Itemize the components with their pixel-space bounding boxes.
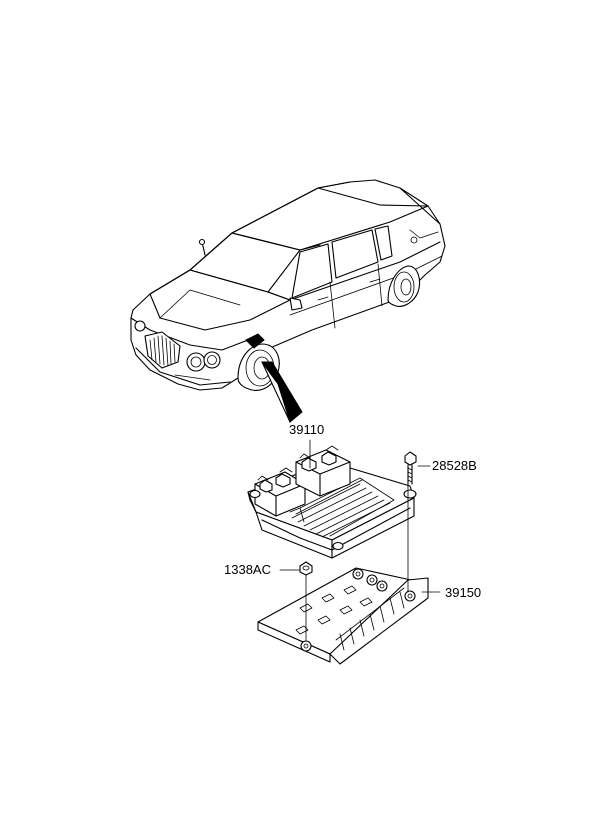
leader-lines — [279, 439, 441, 641]
ecu-module-icon — [247, 445, 417, 559]
part-label-bracket[interactable]: 39150 — [445, 585, 482, 600]
part-label-ecu[interactable]: 39110 — [289, 422, 325, 437]
part-label-nut[interactable]: 1338AC — [224, 562, 271, 577]
nut-icon — [299, 561, 313, 576]
part-label-bolt[interactable]: 28528B — [432, 458, 477, 473]
sedan-car-icon — [130, 179, 446, 391]
bolt-icon — [404, 451, 417, 485]
mounting-bracket-icon — [257, 567, 429, 665]
location-pointer — [261, 361, 303, 423]
